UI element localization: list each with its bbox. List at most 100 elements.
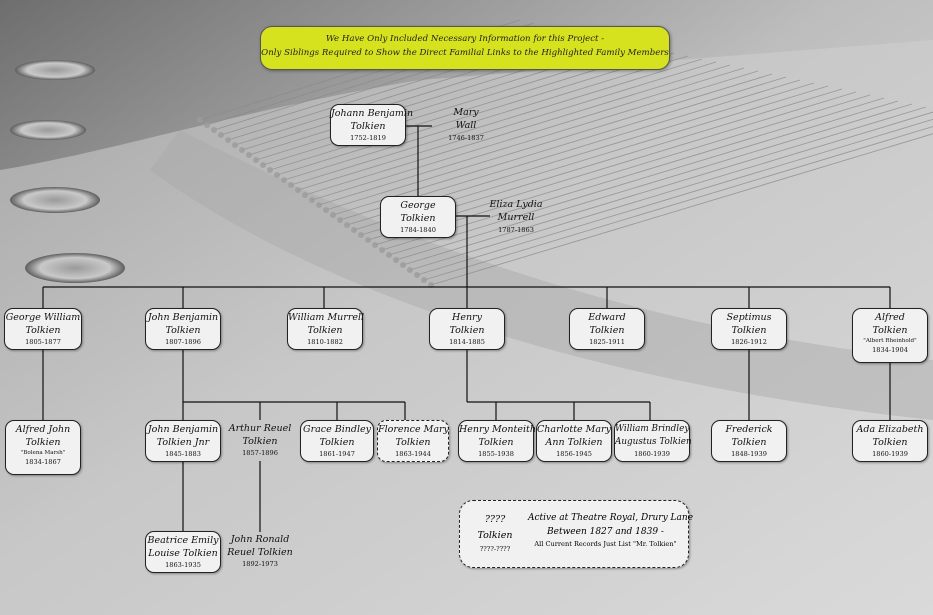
person-name-line-1: Arthur Reuel	[228, 423, 292, 434]
piano-string	[311, 67, 745, 201]
person-dates: 1861-1947	[319, 450, 355, 458]
person-name-line-2: Tolkien	[478, 437, 514, 448]
person-johann-benjamin-tolkien: Johann Benjamin Tolkien 1752-1819	[330, 104, 414, 146]
person-name-line-1: Henry	[452, 312, 482, 323]
banner-line-2: Only Siblings Required to Show the Direc…	[261, 48, 669, 58]
piano-string	[423, 126, 933, 281]
tuning-pin	[323, 207, 329, 213]
person-name-line-1: Edward	[588, 312, 626, 323]
person-name-line-1: George	[400, 200, 436, 211]
person-name-line-2: Augustus Tolkien	[615, 437, 692, 447]
tuning-pin	[246, 152, 252, 158]
tuning-pin	[232, 142, 238, 148]
piano-string	[416, 118, 933, 276]
tuning-pin	[239, 147, 245, 153]
person-name-line-2: Ann Tolkien	[545, 437, 603, 448]
tuning-pin	[204, 122, 210, 128]
person-name-line-1: William Brindley	[615, 424, 690, 434]
person-dates: 1848-1939	[731, 450, 767, 458]
person-name-line-1: Frederick	[725, 424, 773, 435]
person-dates: 1746-1837	[448, 134, 484, 142]
person-dates: 1863-1944	[395, 450, 431, 458]
piano-string	[283, 55, 689, 181]
person-name-line-1: John Ronald	[230, 534, 290, 545]
person-beatrice-emily-louise-tolkien: Beatrice Emily Louise Tolkien 1863-1935	[145, 531, 221, 573]
person-name-line-1: Mary	[453, 107, 479, 118]
person-george-william-tolkien: George William Tolkien 1805-1877	[4, 308, 82, 350]
tuning-pin	[372, 242, 378, 248]
tuning-pin	[267, 167, 273, 173]
person-dates: 1834-1904	[872, 346, 908, 354]
person-name-line-2: Tolkien	[25, 325, 61, 336]
unknown-tolkien-person: ???? Tolkien ????-????	[470, 513, 520, 554]
tuning-pin	[281, 177, 287, 183]
piano-string	[290, 58, 703, 186]
tuning-pin	[274, 172, 280, 178]
tuning-pin	[358, 232, 364, 238]
person-name-line-2: Tolkien	[400, 213, 436, 224]
note-line-1: Active at Theatre Royal, Drury Lane	[528, 513, 694, 523]
person-name-line-2: Tolkien	[731, 325, 767, 336]
person-name-line-2: Reuel Tolkien	[227, 547, 293, 558]
person-name-line-2: Tolkien	[872, 325, 908, 336]
tuning-pin	[337, 217, 343, 223]
piano-string	[381, 97, 885, 251]
person-name-line-2: Tolkien Jnr	[156, 437, 210, 448]
person-dates: 1857-1896	[242, 449, 278, 457]
person-name-line-1: Henry Monteith	[459, 424, 536, 435]
person-dates: 1752-1819	[350, 134, 386, 142]
tuning-pin	[393, 257, 399, 263]
person-name-line-1: Johann Benjamin	[331, 108, 414, 119]
piano-string	[332, 76, 787, 216]
person-dates: 1856-1945	[556, 450, 592, 458]
tuning-pin	[344, 222, 350, 228]
person-name-line-1: Septimus	[726, 312, 772, 323]
person-dates: 1805-1877	[25, 338, 61, 346]
person-name-line-1: Ada Elizabeth	[856, 424, 924, 435]
person-edward-tolkien: Edward Tolkien 1825-1911	[569, 308, 645, 350]
person-dates: 1855-1938	[478, 450, 514, 458]
person-name-line-2: Tolkien	[731, 437, 767, 448]
person-name-line-2: Tolkien	[25, 437, 61, 448]
tuning-pin	[218, 132, 224, 138]
person-septimus-tolkien: Septimus Tolkien 1826-1912	[711, 308, 787, 350]
person-arthur-reuel-tolkien: Arthur Reuel Tolkien 1857-1896	[226, 422, 294, 458]
person-name-line-2: Tolkien	[449, 325, 485, 336]
note-line-3: All Current Records Just List "Mr. Tolki…	[534, 540, 677, 548]
tuning-pin	[309, 197, 315, 203]
tuning-pin	[288, 182, 294, 188]
tuning-pin	[225, 137, 231, 143]
piano-string	[388, 100, 899, 256]
person-alfred-john-tolkien: Alfred John Tolkien "Bolena Marsh" 1834-…	[5, 420, 81, 475]
person-dates: 1825-1911	[589, 338, 625, 346]
banner-line-1: We Have Only Included Necessary Informat…	[325, 34, 605, 44]
person-name-line-2: Tolkien	[319, 437, 355, 448]
tuning-pin	[400, 262, 406, 268]
piano-string	[325, 73, 773, 211]
person-name-line-1: Florence Mary	[378, 424, 449, 435]
person-henry-tolkien: Henry Tolkien 1814-1885	[429, 308, 505, 350]
info-banner: We Have Only Included Necessary Informat…	[260, 26, 670, 70]
person-mary-wall: Mary Wall 1746-1837	[436, 106, 496, 143]
tuning-pin	[407, 267, 413, 273]
person-name-line-2: Tolkien	[477, 530, 513, 541]
tuning-pin	[351, 227, 357, 233]
person-john-benjamin-tolkien-jnr: John Benjamin Tolkien Jnr 1845-1883	[145, 420, 221, 462]
tuning-pin	[253, 157, 259, 163]
piano-string	[276, 52, 675, 176]
piano-string	[430, 133, 933, 286]
person-name-line-2: Tolkien	[350, 121, 386, 132]
person-alfred-tolkien: Alfred Tolkien "Albert Rheinhold" 1834-1…	[852, 308, 928, 363]
person-name-line-2: Tolkien	[395, 437, 431, 448]
piano-string	[269, 49, 661, 171]
person-dates: 1787-1863	[498, 226, 534, 234]
person-name-line-1: Alfred	[875, 312, 905, 323]
person-grace-bindley-tolkien: Grace Bindley Tolkien 1861-1947	[300, 420, 374, 462]
person-name-line-1: George William	[5, 312, 81, 323]
person-eliza-lydia-murrell: Eliza Lydia Murrell 1787-1863	[484, 198, 548, 235]
piano-string	[318, 70, 759, 206]
person-dates: 1860-1939	[634, 450, 670, 458]
tuning-pin	[365, 237, 371, 243]
person-name-line-2: Louise Tolkien	[148, 548, 218, 559]
person-name-line-1: Alfred John	[15, 424, 71, 435]
